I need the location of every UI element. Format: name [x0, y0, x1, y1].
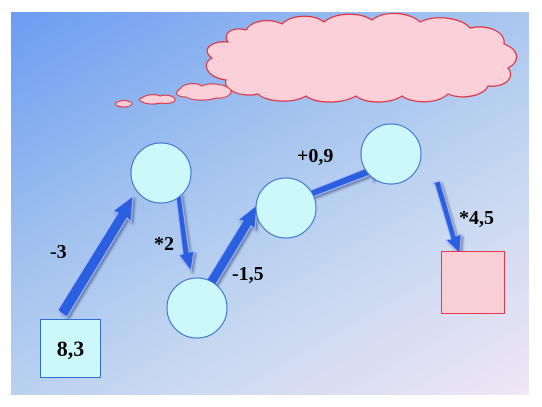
- operation-label-5: *4,5: [459, 207, 494, 229]
- thought-cloud-medium: [176, 83, 232, 101]
- result-box: [441, 251, 505, 314]
- thought-cloud: [115, 12, 518, 108]
- thought-cloud-tiny: [115, 100, 133, 108]
- operation-label-1: -3: [50, 241, 67, 263]
- step-circle-1: [130, 142, 192, 204]
- step-circle-2: [166, 277, 228, 339]
- operation-label-3: -1,5: [232, 263, 264, 285]
- arrows: [57, 162, 462, 318]
- start-value-box: 8,3: [40, 319, 101, 378]
- arrow-subtract-3: [57, 194, 134, 318]
- step-circle-4: [360, 123, 422, 185]
- step-circle-3: [255, 177, 317, 239]
- step-circles: [130, 123, 422, 339]
- thought-cloud-large: [205, 12, 518, 103]
- operation-label-4: +0,9: [297, 145, 333, 167]
- operation-label-2: *2: [154, 233, 174, 255]
- thought-cloud-small: [138, 94, 176, 105]
- start-value-text: 8,3: [56, 335, 85, 361]
- arrow-multiply-4-5: [432, 180, 462, 256]
- arrow-multiply-2: [171, 193, 195, 273]
